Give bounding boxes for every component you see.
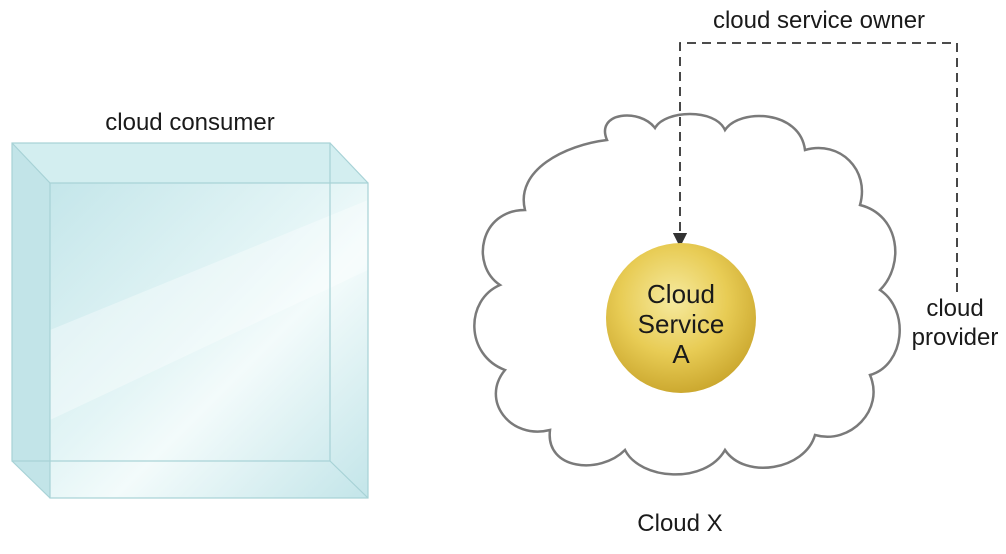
cloud-service-owner-label: cloud service owner xyxy=(713,7,925,34)
service-label-line2: Service xyxy=(638,309,725,339)
cloud-x-label: Cloud X xyxy=(637,510,722,537)
service-label-line1: Cloud xyxy=(647,279,715,309)
cloud-provider-label-line1: cloud xyxy=(926,295,983,322)
cloud-provider-label-line2: provider xyxy=(912,324,999,351)
cloud-service-a-icon xyxy=(606,243,756,393)
cloud-consumer-label: cloud consumer xyxy=(105,109,274,136)
ownership-connector xyxy=(672,42,958,292)
cloud-consumer-cube-icon xyxy=(11,142,369,499)
service-label-line3: A xyxy=(672,339,690,369)
